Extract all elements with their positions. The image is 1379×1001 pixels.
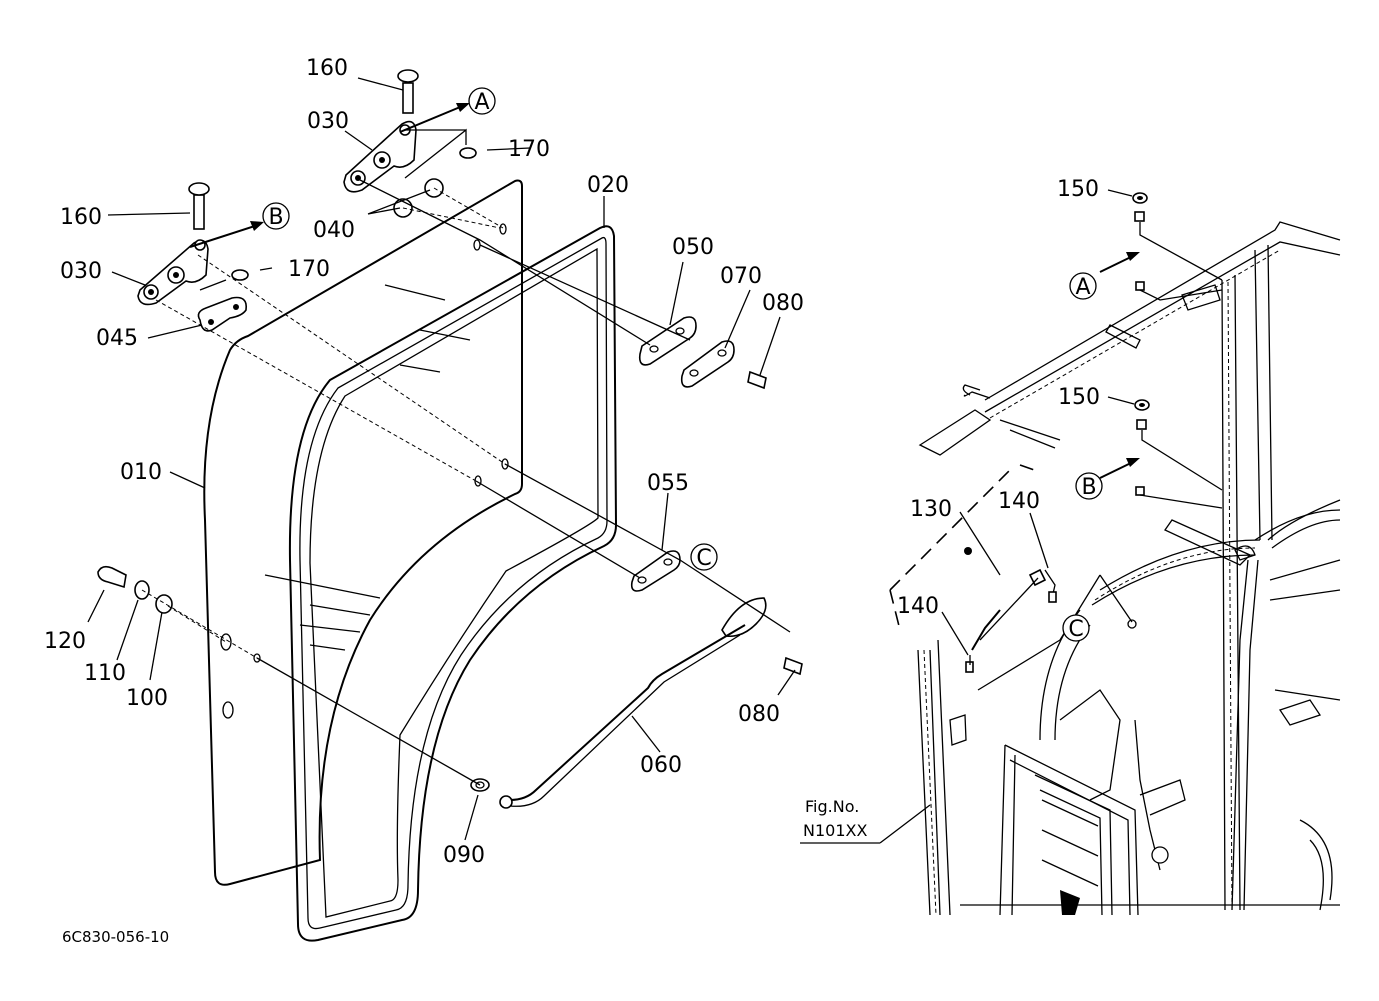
svg-text:A: A xyxy=(474,90,489,115)
callout-B-right: B xyxy=(1075,472,1103,500)
drawing-id: 6C830-056-10 xyxy=(62,928,169,946)
label-130: 130 xyxy=(910,497,952,522)
label-140-upper: 140 xyxy=(998,489,1040,514)
glass-panel-010 xyxy=(203,179,523,886)
callout-A-upper: A xyxy=(468,87,496,115)
label-020: 020 xyxy=(587,173,629,198)
label-090: 090 xyxy=(443,843,485,868)
figure-reference: Fig.No. N101XX xyxy=(803,797,867,840)
svg-text:Fig.No.: Fig.No. xyxy=(805,797,859,816)
svg-text:C: C xyxy=(696,546,711,571)
assembly-lines xyxy=(141,128,791,786)
label-160-upper: 160 xyxy=(306,56,348,81)
right-label-leaders xyxy=(800,189,1135,844)
label-140-lower: 140 xyxy=(897,594,939,619)
hinge-030-lower xyxy=(137,182,249,332)
components-150-130-140 xyxy=(889,192,1223,691)
rod-060 xyxy=(470,597,767,809)
label-100: 100 xyxy=(126,686,168,711)
svg-text:N101XX: N101XX xyxy=(803,821,867,840)
label-070: 070 xyxy=(720,264,762,289)
label-060: 060 xyxy=(640,753,682,778)
direction-arrows xyxy=(189,103,1140,479)
callout-A-right: A xyxy=(1069,272,1097,300)
callout-C-left: C xyxy=(690,543,718,571)
label-120: 120 xyxy=(44,629,86,654)
label-leaders xyxy=(87,77,796,841)
label-150-lower: 150 xyxy=(1058,385,1100,410)
label-010: 010 xyxy=(120,460,162,485)
label-160-lower: 160 xyxy=(60,205,102,230)
callout-B-upper: B xyxy=(262,202,290,230)
label-080-lower: 080 xyxy=(738,702,780,727)
seal-020 xyxy=(288,225,618,942)
svg-text:C: C xyxy=(1068,617,1083,642)
cab-frame xyxy=(917,221,1341,916)
callout-C-right: C xyxy=(1062,614,1090,642)
svg-text:B: B xyxy=(268,205,283,230)
label-150-upper: 150 xyxy=(1057,177,1099,202)
svg-text:A: A xyxy=(1075,275,1090,300)
label-040: 040 xyxy=(313,218,355,243)
label-170-upper: 170 xyxy=(508,137,550,162)
label-080-upper: 080 xyxy=(762,291,804,316)
label-050: 050 xyxy=(672,235,714,260)
svg-text:B: B xyxy=(1081,475,1096,500)
label-030-upper: 030 xyxy=(307,109,349,134)
label-110: 110 xyxy=(84,661,126,686)
label-030-lower: 030 xyxy=(60,259,102,284)
fittings-120-110-100 xyxy=(97,565,173,614)
label-055: 055 xyxy=(647,471,689,496)
label-045: 045 xyxy=(96,326,138,351)
label-170-lower: 170 xyxy=(288,257,330,282)
part-number-labels: 160 030 170 040 020 160 030 170 045 050 … xyxy=(44,56,1100,868)
plates-050-070 xyxy=(630,316,803,676)
